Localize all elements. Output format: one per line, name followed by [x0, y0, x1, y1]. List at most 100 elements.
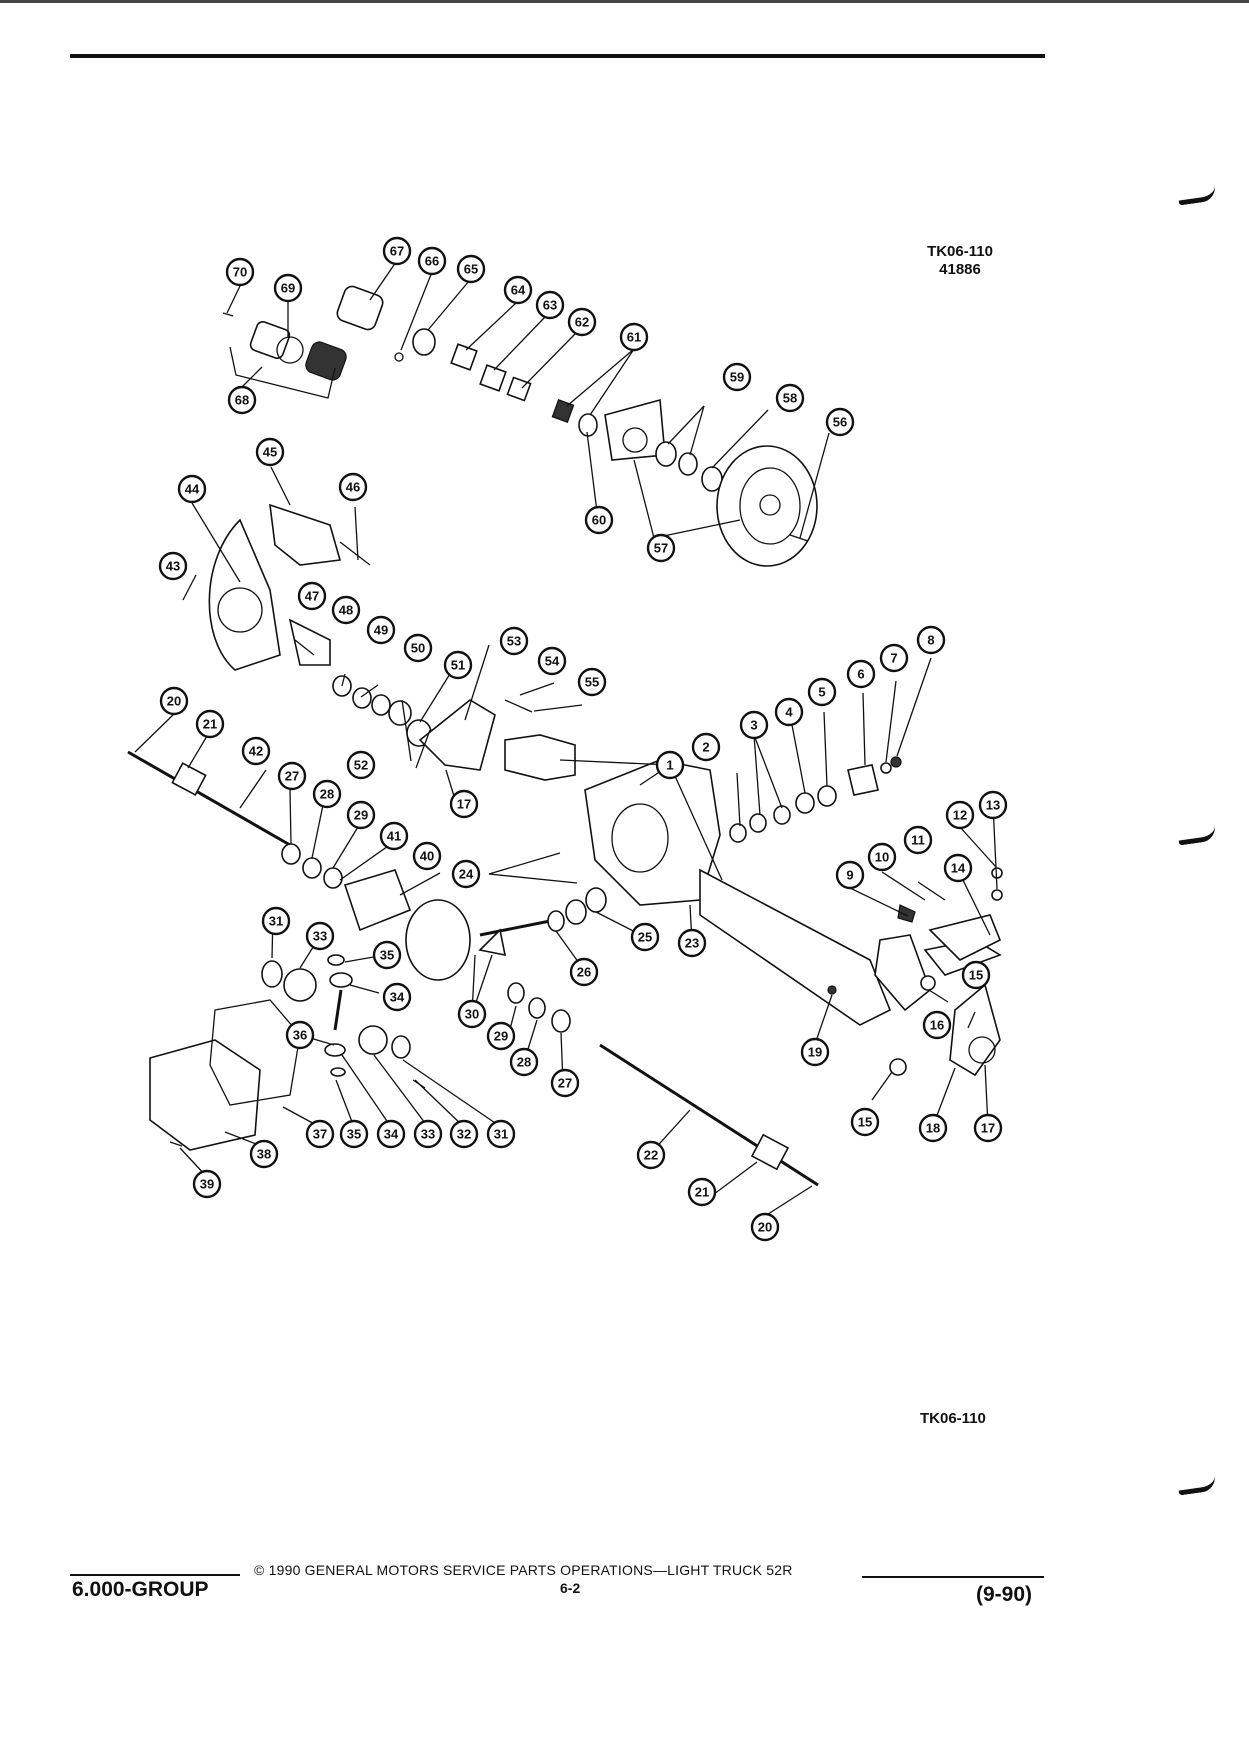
hub-lock-assembly	[222, 285, 532, 402]
top-rule	[70, 54, 1045, 58]
callout-number: 36	[293, 1028, 307, 1043]
callout-3: 3	[739, 710, 769, 740]
callout-27-lower: 27	[550, 1068, 580, 1098]
callout-43: 43	[158, 551, 188, 581]
callout-48: 48	[331, 595, 361, 625]
footer-rule	[862, 1576, 1044, 1578]
callout-number: 29	[354, 808, 368, 823]
callout-49: 49	[366, 615, 396, 645]
callout-number: 10	[875, 850, 889, 865]
callout-number: 1	[666, 758, 673, 773]
callout-number: 12	[953, 808, 967, 823]
callout-number: 34	[384, 1127, 399, 1142]
callout-13: 13	[978, 790, 1008, 820]
callout-21-left: 21	[195, 709, 225, 739]
callout-11: 11	[903, 825, 933, 855]
callout-number: 2	[702, 740, 709, 755]
callout-18: 18	[918, 1113, 948, 1143]
callout-number: 19	[808, 1045, 822, 1060]
callout-number: 69	[281, 281, 295, 296]
callout-23: 23	[677, 928, 707, 958]
callout-number: 21	[203, 717, 217, 732]
inner-axle-shaft-left	[127, 750, 343, 889]
callout-65: 65	[456, 254, 486, 284]
callout-number: 16	[930, 1018, 944, 1033]
callout-54: 54	[537, 646, 567, 676]
callout-9: 9	[835, 860, 865, 890]
callout-70: 70	[225, 257, 255, 287]
callout-59: 59	[722, 362, 752, 392]
callout-31-upper: 31	[261, 906, 291, 936]
callout-66: 66	[417, 246, 447, 276]
callout-number: 6	[857, 667, 864, 682]
callout-number: 9	[846, 868, 853, 883]
callout-14: 14	[943, 853, 973, 883]
callout-number: 11	[911, 833, 925, 848]
callout-64: 64	[503, 275, 533, 305]
footer-copyright: © 1990 GENERAL MOTORS SERVICE PARTS OPER…	[254, 1562, 793, 1578]
callout-15: 15	[961, 960, 991, 990]
callout-58: 58	[775, 383, 805, 413]
callout-25: 25	[630, 922, 660, 952]
callout-number: 45	[263, 445, 277, 460]
callout-68: 68	[227, 385, 257, 415]
callout-number: 56	[833, 415, 847, 430]
callout-number: 43	[166, 559, 180, 574]
callout-8: 8	[916, 625, 946, 655]
callout-number: 30	[465, 1007, 479, 1022]
callout-number: 44	[185, 482, 200, 497]
callout-number: 54	[545, 654, 560, 669]
callout-24: 24	[451, 859, 481, 889]
callout-number: 15	[969, 968, 983, 983]
callout-number: 5	[818, 685, 825, 700]
callout-45: 45	[255, 437, 285, 467]
callout-number: 48	[339, 603, 353, 618]
differential-gear-set	[261, 869, 607, 1089]
callout-number: 22	[644, 1148, 658, 1163]
footer-group-number: 6.000-GROUP	[72, 1578, 209, 1601]
callout-number: 4	[785, 705, 793, 720]
callout-number: 38	[257, 1147, 271, 1162]
callout-number: 31	[269, 914, 283, 929]
callout-number: 8	[927, 633, 934, 648]
callout-16: 16	[922, 1010, 952, 1040]
callout-44: 44	[177, 474, 207, 504]
callout-39: 39	[192, 1169, 222, 1199]
callout-number: 62	[575, 315, 589, 330]
callout-40: 40	[412, 841, 442, 871]
callout-number: 68	[235, 393, 249, 408]
callout-33-lower: 33	[413, 1119, 443, 1149]
callout-28-lower: 28	[509, 1047, 539, 1077]
callout-4: 4	[774, 697, 804, 727]
callout-number: 27	[558, 1076, 572, 1091]
callout-number: 20	[167, 694, 181, 709]
callout-number: 41	[387, 829, 401, 844]
callout-number: 27	[285, 769, 299, 784]
callout-6: 6	[846, 659, 876, 689]
callout-number: 65	[464, 262, 478, 277]
callout-number: 28	[517, 1055, 531, 1070]
callout-36: 36	[285, 1020, 315, 1050]
callout-26: 26	[569, 957, 599, 987]
callout-17-lower: 17	[973, 1113, 1003, 1143]
callout-63: 63	[535, 290, 565, 320]
callout-29-lower: 29	[486, 1021, 516, 1051]
callout-62: 62	[567, 307, 597, 337]
callout-46: 46	[338, 472, 368, 502]
callout-29-upper: 29	[346, 800, 376, 830]
callout-number: 58	[783, 391, 797, 406]
callout-number: 70	[233, 265, 247, 280]
callout-number: 51	[451, 658, 465, 673]
callout-number: 21	[695, 1185, 709, 1200]
callout-number: 20	[758, 1220, 772, 1235]
callout-number: 17	[457, 797, 471, 812]
callout-30: 30	[457, 999, 487, 1029]
callout-number: 57	[654, 541, 668, 556]
callout-number: 14	[951, 861, 966, 876]
callout-number: 35	[347, 1127, 361, 1142]
callout-number: 33	[421, 1127, 435, 1142]
callout-number: 15	[858, 1115, 872, 1130]
callout-number: 3	[750, 718, 757, 733]
